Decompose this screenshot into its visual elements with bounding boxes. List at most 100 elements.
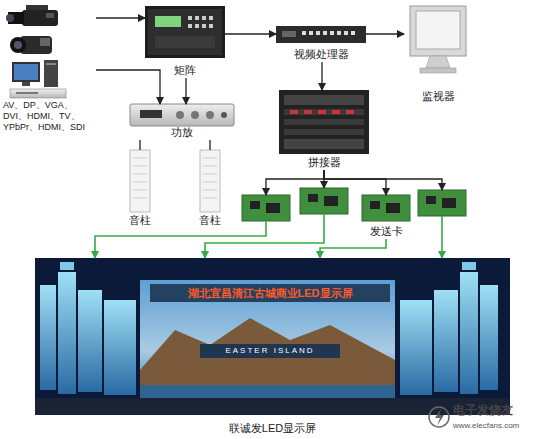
speaker-column-icon-part <box>133 198 147 199</box>
speaker-column-icon-part <box>133 158 147 159</box>
speaker-column: 音柱 <box>197 150 223 228</box>
sending-card <box>300 188 348 214</box>
signal-arrow <box>320 239 386 258</box>
led-screen-picture-part <box>200 344 340 358</box>
video-processor-icon-part <box>302 31 306 35</box>
speaker-column-icon-part <box>203 158 217 159</box>
amplifier-icon-part <box>140 110 162 118</box>
camcorder-icon-part <box>26 5 48 10</box>
video-processor-icon-part <box>351 31 355 35</box>
matrix-device-icon-part <box>209 24 213 28</box>
speaker-column: 音柱 <box>127 150 153 228</box>
dvd-player-icon-part <box>16 92 38 94</box>
watermark-logo <box>429 407 449 427</box>
splicer-icon-part <box>290 110 298 114</box>
monitor-icon <box>410 6 466 73</box>
connector-arrow <box>185 78 186 104</box>
amplifier-icon-part <box>130 104 234 126</box>
source-devices: AV、DP、VGA、 DVI、HDMI、TV、 YPbPr、HDMI、SDI <box>2 4 96 134</box>
speaker-column-icon <box>130 150 220 212</box>
splicer-icon-part <box>284 95 364 105</box>
sending-card-icon-part <box>250 201 260 209</box>
watermark-logo-part <box>429 407 449 427</box>
sending-card: 发送卡 <box>362 195 410 239</box>
computer-icon-part <box>12 62 40 82</box>
monitor-icon-part <box>410 6 466 56</box>
led-screen-picture-part <box>60 262 74 270</box>
sending-card-icon-part <box>386 203 400 213</box>
matrix-device-icon-part <box>155 36 215 48</box>
led-screen-picture-part <box>104 300 136 395</box>
splicer-icon-part <box>284 109 364 115</box>
connector-arrow <box>209 140 210 150</box>
signal-arrow <box>205 214 324 258</box>
splicer-icon-part <box>279 90 369 154</box>
monitor: 监视器 <box>404 4 472 104</box>
monitor-icon-part <box>420 68 456 73</box>
sending-card-icon <box>242 188 466 221</box>
monitor-icon-part <box>426 56 450 68</box>
connector-arrow <box>324 170 442 190</box>
connector-arrow <box>266 170 324 195</box>
led-screen-picture-part <box>58 272 76 394</box>
monitor-icon-part <box>416 11 460 49</box>
sending-card <box>242 195 290 221</box>
video-processor-icon-part <box>309 31 313 35</box>
watermark-url: www.elecfans.com <box>453 420 519 431</box>
led-screen-picture-part <box>140 385 395 398</box>
sending-card-icon-part <box>370 201 380 209</box>
device-label: 矩阵 <box>174 64 196 78</box>
video-processor-icon-part <box>344 31 348 35</box>
connector-arrow <box>366 33 404 34</box>
splicer-icon-part <box>304 110 312 114</box>
matrix-device-icon <box>145 6 225 58</box>
sending-card-icon-part <box>442 198 456 208</box>
splicer-icon <box>279 90 369 154</box>
led-screen-picture-part <box>78 290 102 392</box>
speaker-column-icon-part <box>133 166 147 167</box>
amplifier-icon-part <box>191 111 199 119</box>
matrix-device: 矩阵 <box>145 4 225 78</box>
led-screen-picture-part <box>462 262 476 270</box>
camcorder-icon-part <box>22 10 58 26</box>
splicer-icon-part <box>284 129 364 135</box>
sending-card-icon-part <box>308 194 318 202</box>
screen-image-text: EASTER ISLAND <box>200 345 340 356</box>
sending-card <box>418 190 466 216</box>
amplifier-icon-part <box>221 112 227 118</box>
led-screen-picture-part <box>140 318 395 385</box>
led-screen-picture-part <box>480 285 498 390</box>
device-label: AV、DP、VGA、 DVI、HDMI、TV、 YPbPr、HDMI、SDI <box>2 100 96 134</box>
matrix-device-icon-part <box>202 24 206 28</box>
led-screen-picture-part <box>400 300 432 395</box>
matrix-device-icon-part <box>188 16 192 20</box>
sending-card-icon-part <box>362 195 410 221</box>
computer-icon-part <box>22 82 30 86</box>
speaker-column-icon-part <box>203 166 217 167</box>
speaker-column-icon-part <box>130 150 150 212</box>
screen-title-text: 湖北宜昌清江古城商业LED显示屏 <box>150 286 390 300</box>
matrix-device-icon-part <box>209 16 213 20</box>
sending-card-icon-part <box>324 196 338 206</box>
connector-arrow <box>321 62 322 90</box>
device-label: 视频处理器 <box>294 48 349 62</box>
speaker-column-icon-part <box>203 174 217 175</box>
sending-card-icon-part <box>300 188 348 214</box>
video-processor-icon-part <box>337 31 341 35</box>
video-processor-icon-part <box>276 26 366 43</box>
device-label: 音柱 <box>129 214 151 228</box>
device-label: 联诚发LED显示屏 <box>229 422 316 436</box>
video-processor-icon-part <box>316 31 320 35</box>
sending-card-icon-part <box>266 203 280 213</box>
splicer-icon-part <box>332 110 340 114</box>
matrix-device-icon-part <box>155 16 181 27</box>
computer-icon-part <box>14 64 38 80</box>
camcorder-icon <box>6 5 58 26</box>
speaker-column-icon-part <box>133 174 147 175</box>
video-processor-icon-part <box>330 31 334 35</box>
connector-arrow <box>324 170 386 195</box>
sending-card-icon-part <box>418 190 466 216</box>
device-label: 功放 <box>171 126 193 140</box>
